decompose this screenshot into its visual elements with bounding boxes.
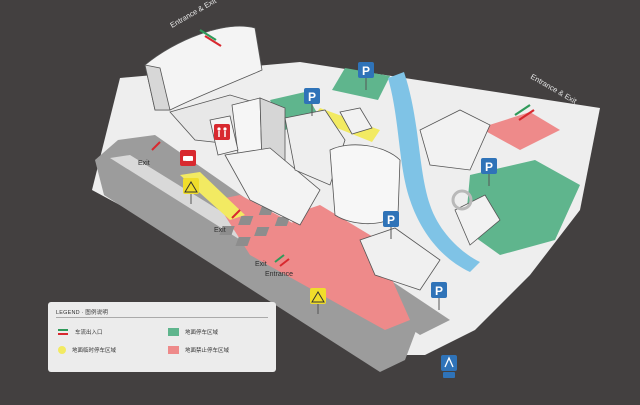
- parking-sign-south: P: [431, 282, 447, 310]
- label-exit-3: Exit: [255, 261, 267, 268]
- building-block-b: [224, 147, 321, 226]
- legend-label: 地面停车区域: [185, 330, 219, 336]
- roundabout: [451, 189, 473, 211]
- entrance-arrow-bottom: [274, 254, 290, 267]
- building-curved-tower: [144, 25, 263, 111]
- parking-zone-east: [465, 160, 580, 255]
- entrance-arrow-icon: [58, 328, 69, 336]
- parking-sign-letter: P: [387, 213, 395, 227]
- entrance-arrow-top: [199, 29, 222, 47]
- parking-sign-letter: P: [485, 160, 493, 174]
- exit-arrow-1: [151, 141, 161, 151]
- building-curved-tower-side: [144, 64, 171, 111]
- exit-arrow-2: [231, 209, 241, 219]
- no-vehicle-sign: [180, 150, 196, 166]
- legend-item-entrance: 车流出入口: [58, 328, 103, 336]
- water-channel: [388, 72, 480, 272]
- entrance-arrow-right: [514, 104, 535, 121]
- north-indicator-icon: [441, 355, 457, 378]
- legend-item-no-parking: 地面禁止停车区域: [168, 346, 229, 354]
- legend-divider: [56, 317, 268, 318]
- label-entrance-exit-top: Entrance & Exit: [169, 0, 219, 30]
- yellow-swatch: [58, 346, 66, 354]
- legend-item-ground-parking: 地面停车区域: [168, 328, 218, 336]
- label-exit-2: Exit: [214, 227, 226, 234]
- no-parking-zone-right: [480, 112, 560, 150]
- parking-sign-center: P: [304, 88, 320, 116]
- warning-sign-south: [310, 288, 326, 314]
- green-swatch: [168, 328, 179, 336]
- parking-zone-north: [332, 68, 390, 100]
- legend-panel: LEGEND · 图例说明 车流出入口 地面停车区域 地面临时停车区域 地面禁止…: [48, 302, 276, 372]
- parking-sign-letter: P: [435, 284, 443, 298]
- parking-sign-letter: P: [308, 90, 316, 104]
- legend-item-temp-parking: 地面临时停车区域: [58, 346, 116, 354]
- red-swatch: [168, 346, 179, 354]
- building-east-a: [419, 109, 491, 171]
- building-low-d: [339, 107, 373, 135]
- warning-sign-west: [183, 178, 199, 204]
- legend-label: 地面临时停车区域: [72, 348, 117, 354]
- parking-sign-east: P: [481, 158, 497, 186]
- legend-label: 车流出入口: [75, 330, 103, 336]
- legend-label: 地面禁止停车区域: [185, 348, 230, 354]
- parking-sign-letter: P: [362, 64, 370, 78]
- legend-title: LEGEND · 图例说明: [56, 310, 109, 316]
- building-south: [359, 227, 441, 291]
- parking-sign-north: P: [358, 62, 374, 90]
- pedestrian-sign: [214, 124, 230, 140]
- label-exit-1: Exit: [138, 160, 150, 167]
- label-entrance: Entrance: [265, 271, 293, 278]
- parking-sign-plaza: P: [383, 211, 399, 239]
